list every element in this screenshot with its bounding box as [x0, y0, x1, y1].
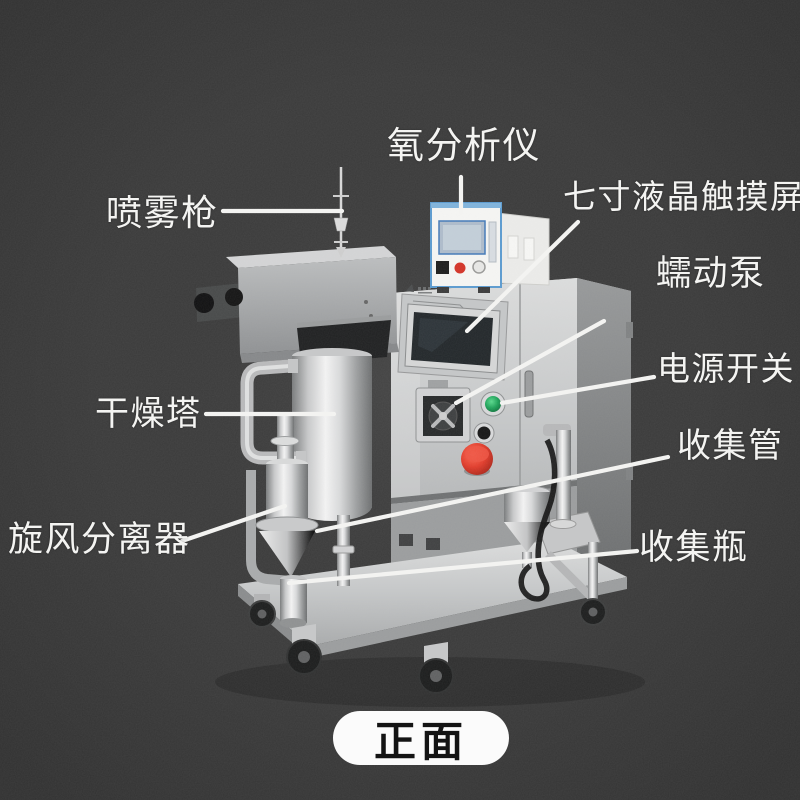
callout-line-power-switch — [499, 374, 657, 406]
front-view-badge: 正面 — [333, 711, 509, 766]
callout-line-lcd-touch-screen — [464, 219, 581, 334]
callout-line-cyclone-separator — [179, 503, 288, 544]
label-power-switch: 电源开关 — [657, 349, 795, 388]
front-view-badge-text: 正面 — [373, 716, 468, 766]
label-lcd-touch-screen: 七寸液晶触摸屏 — [563, 177, 800, 216]
callout-line-collection-bottle — [286, 548, 640, 586]
label-collection-tube: 收集管 — [677, 426, 784, 466]
callout-line-peristaltic-pump — [453, 318, 607, 406]
label-oxygen-analyzer: 氧分析仪 — [387, 124, 541, 167]
label-spray-gun: 喷雾枪 — [106, 193, 219, 234]
label-drying-tower: 干燥塔 — [95, 394, 202, 434]
label-cyclone-separator: 旋风分离器 — [8, 520, 191, 560]
label-collection-bottle: 收集瓶 — [639, 528, 749, 568]
callout-line-collection-tube — [314, 454, 671, 534]
callout-lines — [179, 174, 671, 586]
label-peristaltic-pump: 蠕动泵 — [656, 254, 766, 294]
